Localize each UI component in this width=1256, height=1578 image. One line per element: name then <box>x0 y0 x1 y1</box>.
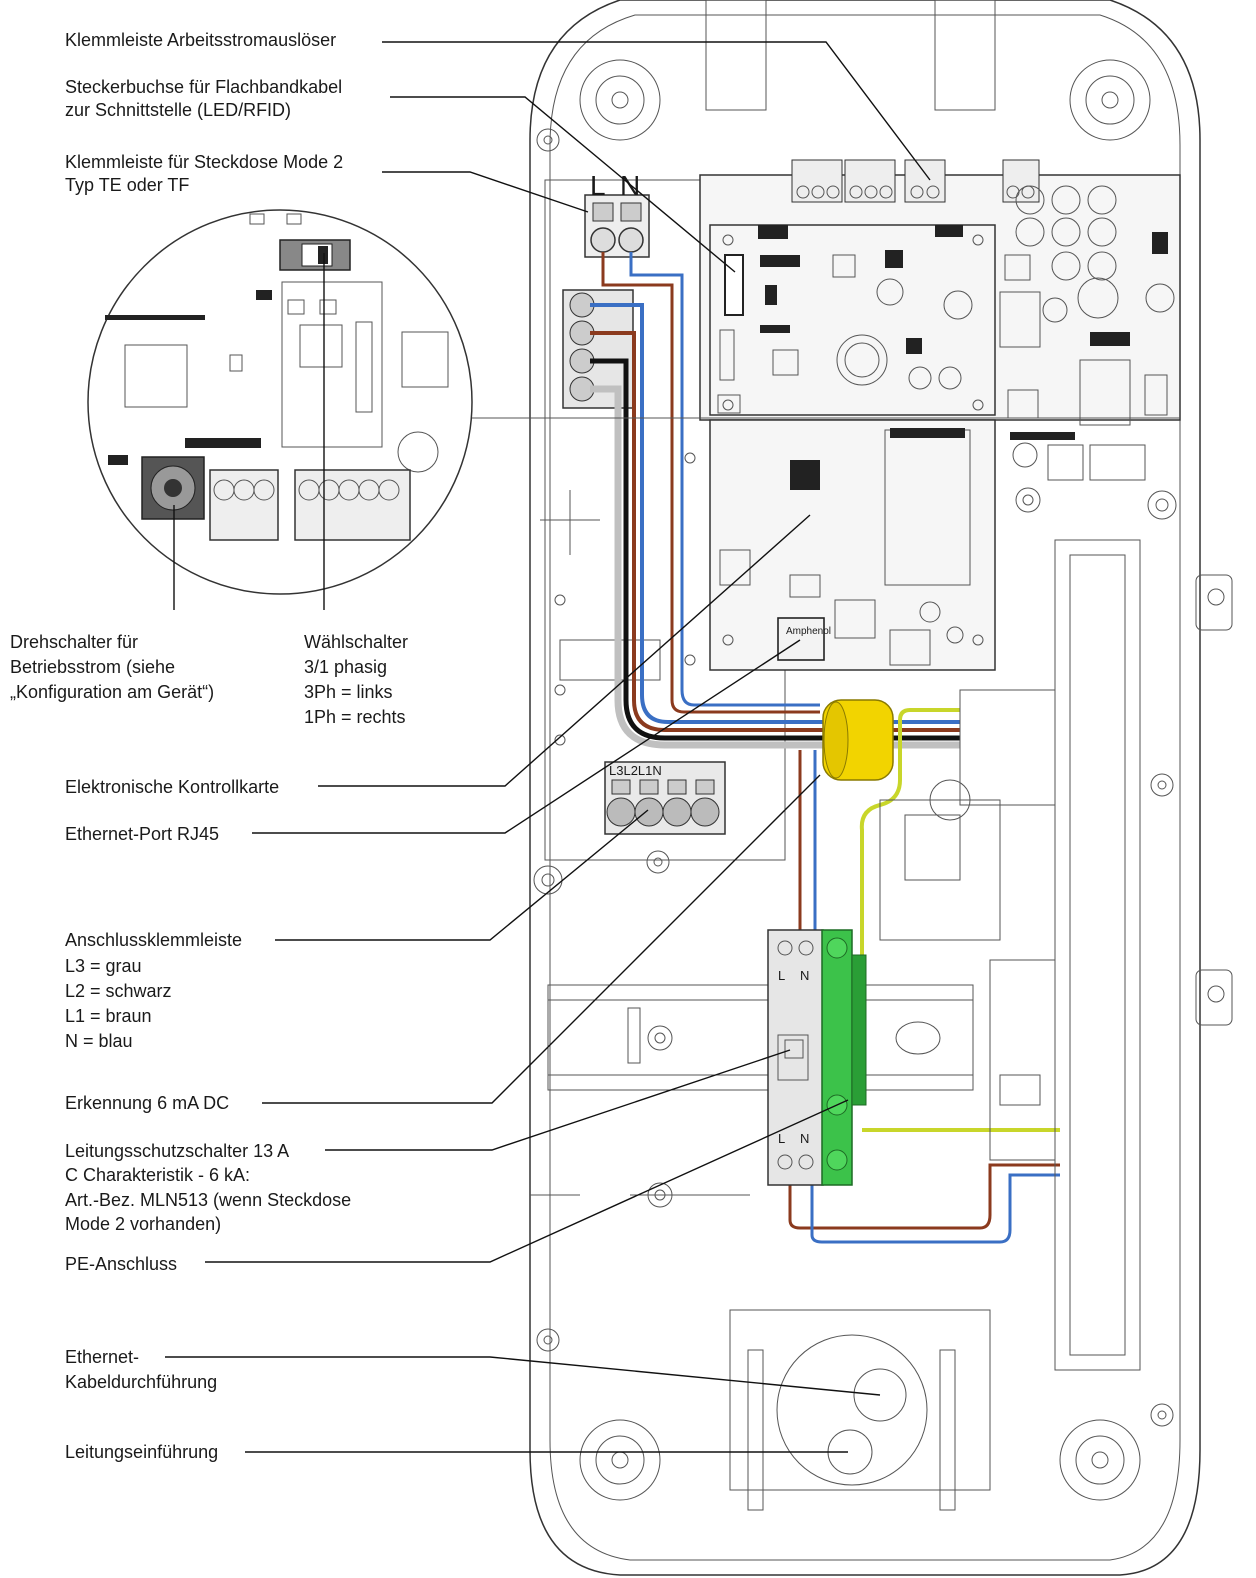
cable-entry <box>729 1309 991 1511</box>
label-erkennung: Erkennung 6 mA DC <box>65 1093 229 1113</box>
label-waehlschalter-4: 1Ph = rechts <box>304 707 406 727</box>
label-leitungsschutz-1: Leitungsschutzschalter 13 A <box>65 1141 289 1161</box>
label-waehlschalter-2: 3/1 phasig <box>304 657 387 677</box>
label-klemmleiste-steckdose-1: Klemmleiste für Steckdose Mode 2 <box>65 152 343 172</box>
rj45-port: Amphenol <box>777 617 831 661</box>
label-klemmleiste-steckdose-2: Typ TE oder TF <box>65 175 189 195</box>
wiring <box>590 252 1060 1244</box>
circuit-breaker: L N L N <box>767 929 824 1186</box>
label-pe-anschluss: PE-Anschluss <box>65 1254 177 1274</box>
label-leitungsschutz-4: Mode 2 vorhanden) <box>65 1214 221 1234</box>
label-anschluss-3: L2 = schwarz <box>65 981 172 1001</box>
dc-sensor <box>822 699 894 781</box>
socket-terminal: L N <box>584 170 650 258</box>
label-drehschalter-2: Betriebsstrom (siehe <box>10 657 175 677</box>
charging-socket <box>879 539 1141 1371</box>
rotary-switch <box>141 456 205 520</box>
label-steckerbuchse-1: Steckerbuchse für Flachbandkabel <box>65 77 342 97</box>
label-ethernet-port: Ethernet-Port RJ45 <box>65 824 219 844</box>
ethernet-chip-label: Amphenol <box>786 626 831 637</box>
housing <box>529 0 1233 1576</box>
label-kontrollkarte: Elektronische Kontrollkarte <box>65 777 279 797</box>
label-leitungseinfuehrung: Leitungseinführung <box>65 1442 218 1462</box>
label-leitungsschutz-3: Art.-Bez. MLN513 (wenn Steckdose <box>65 1190 351 1210</box>
label-drehschalter-3: „Konfiguration am Gerät“) <box>10 682 214 702</box>
control-board: Amphenol <box>684 159 1181 671</box>
label-drehschalter-1: Drehschalter für <box>10 632 138 652</box>
label-ethernet-durch-1: Ethernet- <box>65 1347 139 1367</box>
callout-labels: Klemmleiste Arbeitsstromauslöser Stecker… <box>10 30 408 1462</box>
breaker-N: N <box>800 968 809 983</box>
leader-lines <box>165 41 931 1453</box>
terminal-header: L3L2L1N <box>609 763 662 778</box>
label-anschluss-1: Anschlussklemmleiste <box>65 930 242 950</box>
label-leitungsschutz-2: C Charakteristik - 6 kA: <box>65 1165 250 1185</box>
label-anschluss-5: N = blau <box>65 1031 133 1051</box>
pe-terminal <box>821 929 867 1186</box>
breaker-L: L <box>778 968 785 983</box>
label-steckerbuchse-2: zur Schnittstelle (LED/RFID) <box>65 100 291 120</box>
label-anschluss-4: L1 = braun <box>65 1006 152 1026</box>
socket-label-L: L <box>590 170 606 201</box>
label-waehlschalter-1: Wählschalter <box>304 632 408 652</box>
main-terminal-block: L3L2L1N <box>604 761 726 835</box>
label-klemmleiste-arbeitsstrom: Klemmleiste Arbeitsstromauslöser <box>65 30 336 50</box>
breaker-N2: N <box>800 1131 809 1146</box>
label-anschluss-2: L3 = grau <box>65 956 142 976</box>
label-waehlschalter-3: 3Ph = links <box>304 682 393 702</box>
label-ethernet-durch-2: Kabeldurchführung <box>65 1372 217 1392</box>
breaker-L2: L <box>778 1131 785 1146</box>
din-rail <box>547 984 974 1091</box>
top-terminal-strip <box>791 159 1040 203</box>
